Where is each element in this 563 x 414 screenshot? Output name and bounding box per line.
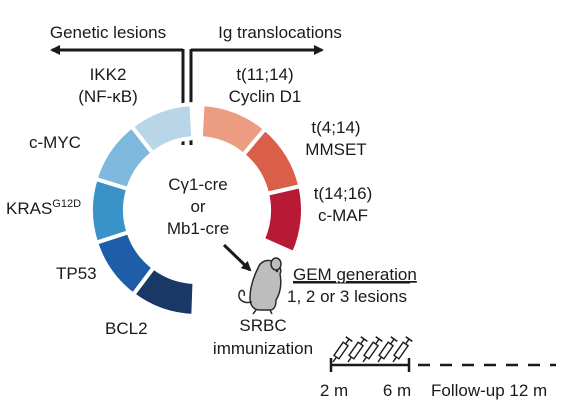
label-cyclin-d1: Cyclin D1 — [229, 87, 302, 106]
immunization-label: immunization — [213, 339, 313, 358]
diagonal-arrow-icon — [222, 243, 252, 272]
timeline-6m: 6 m — [383, 381, 411, 400]
timeline-followup: Follow-up 12 m — [431, 381, 547, 400]
label-cmaf: c-MAF — [318, 206, 368, 225]
timeline: 2 m 6 m Follow-up 12 m — [320, 358, 556, 400]
center-line-cg1cre: Cγ1-cre — [168, 175, 228, 194]
label-ikk2: IKK2 — [90, 65, 127, 84]
label-cmyc: c-MYC — [29, 133, 81, 152]
header-ig-translocations: Ig translocations — [218, 23, 342, 42]
right-labels: t(11;14) Cyclin D1 t(4;14) MMSET t(14;16… — [229, 65, 373, 225]
label-kras-superscript: G12D — [52, 198, 81, 210]
label-tp53: TP53 — [56, 264, 97, 283]
label-nfkb: (NF-κB) — [78, 87, 137, 106]
syringe-icon — [332, 336, 353, 363]
syringe-icon — [347, 336, 368, 363]
center-line-mb1cre: Mb1-cre — [167, 219, 229, 238]
label-t14-16: t(14;16) — [314, 184, 373, 203]
segment-bcl2 — [130, 264, 197, 319]
label-t11-14: t(11;14) — [236, 65, 293, 84]
label-t4-14: t(4;14) — [311, 118, 360, 137]
segment-cmaf — [260, 183, 305, 256]
center-line-or: or — [190, 197, 205, 216]
gem-generation-title: GEM generation — [293, 265, 417, 284]
srbc-label: SRBC — [239, 316, 286, 335]
label-bcl2: BCL2 — [105, 319, 148, 338]
label-kras: KRASG12D — [6, 198, 81, 218]
timeline-2m: 2 m — [320, 381, 348, 400]
syringe-icon — [377, 336, 398, 363]
label-mmset: MMSET — [305, 140, 366, 159]
syringe-icon — [392, 336, 413, 363]
label-kras-base: KRAS — [6, 199, 52, 218]
center-label: Cγ1-cre or Mb1-cre — [167, 175, 229, 238]
syringe-group — [332, 336, 413, 363]
lesion-ring — [89, 102, 305, 319]
left-labels: IKK2 (NF-κB) c-MYC KRASG12D TP53 BCL2 — [6, 65, 148, 338]
header-genetic-lesions: Genetic lesions — [50, 23, 166, 42]
syringe-icon — [362, 336, 383, 363]
gem-generation-subtitle: 1, 2 or 3 lesions — [287, 287, 407, 306]
mouse-icon — [238, 257, 282, 315]
